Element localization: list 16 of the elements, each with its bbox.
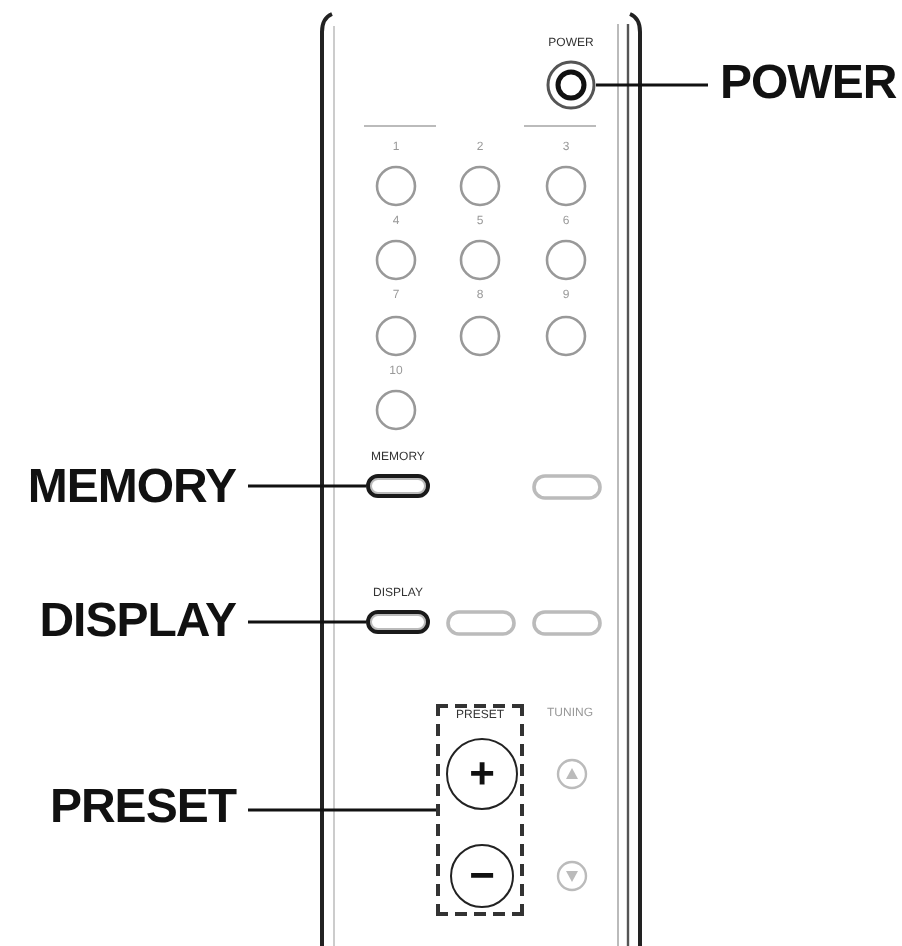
callout-label: POWER	[720, 56, 897, 112]
leader-line	[248, 484, 366, 488]
pill-button	[366, 474, 430, 498]
symbol-text: +	[469, 752, 495, 796]
symbol-text: −	[469, 854, 495, 898]
leader-line	[248, 620, 366, 624]
round-button	[446, 738, 518, 810]
callout-label: MEMORY	[27, 460, 236, 516]
dashed-outline	[436, 704, 524, 916]
pill-button	[366, 610, 430, 634]
leader-line	[596, 83, 708, 87]
callout-label: PRESET	[49, 780, 236, 836]
leader-line	[248, 808, 436, 812]
callout-label: DISPLAY	[39, 594, 236, 650]
round-button	[450, 844, 514, 908]
round-button	[546, 60, 596, 110]
